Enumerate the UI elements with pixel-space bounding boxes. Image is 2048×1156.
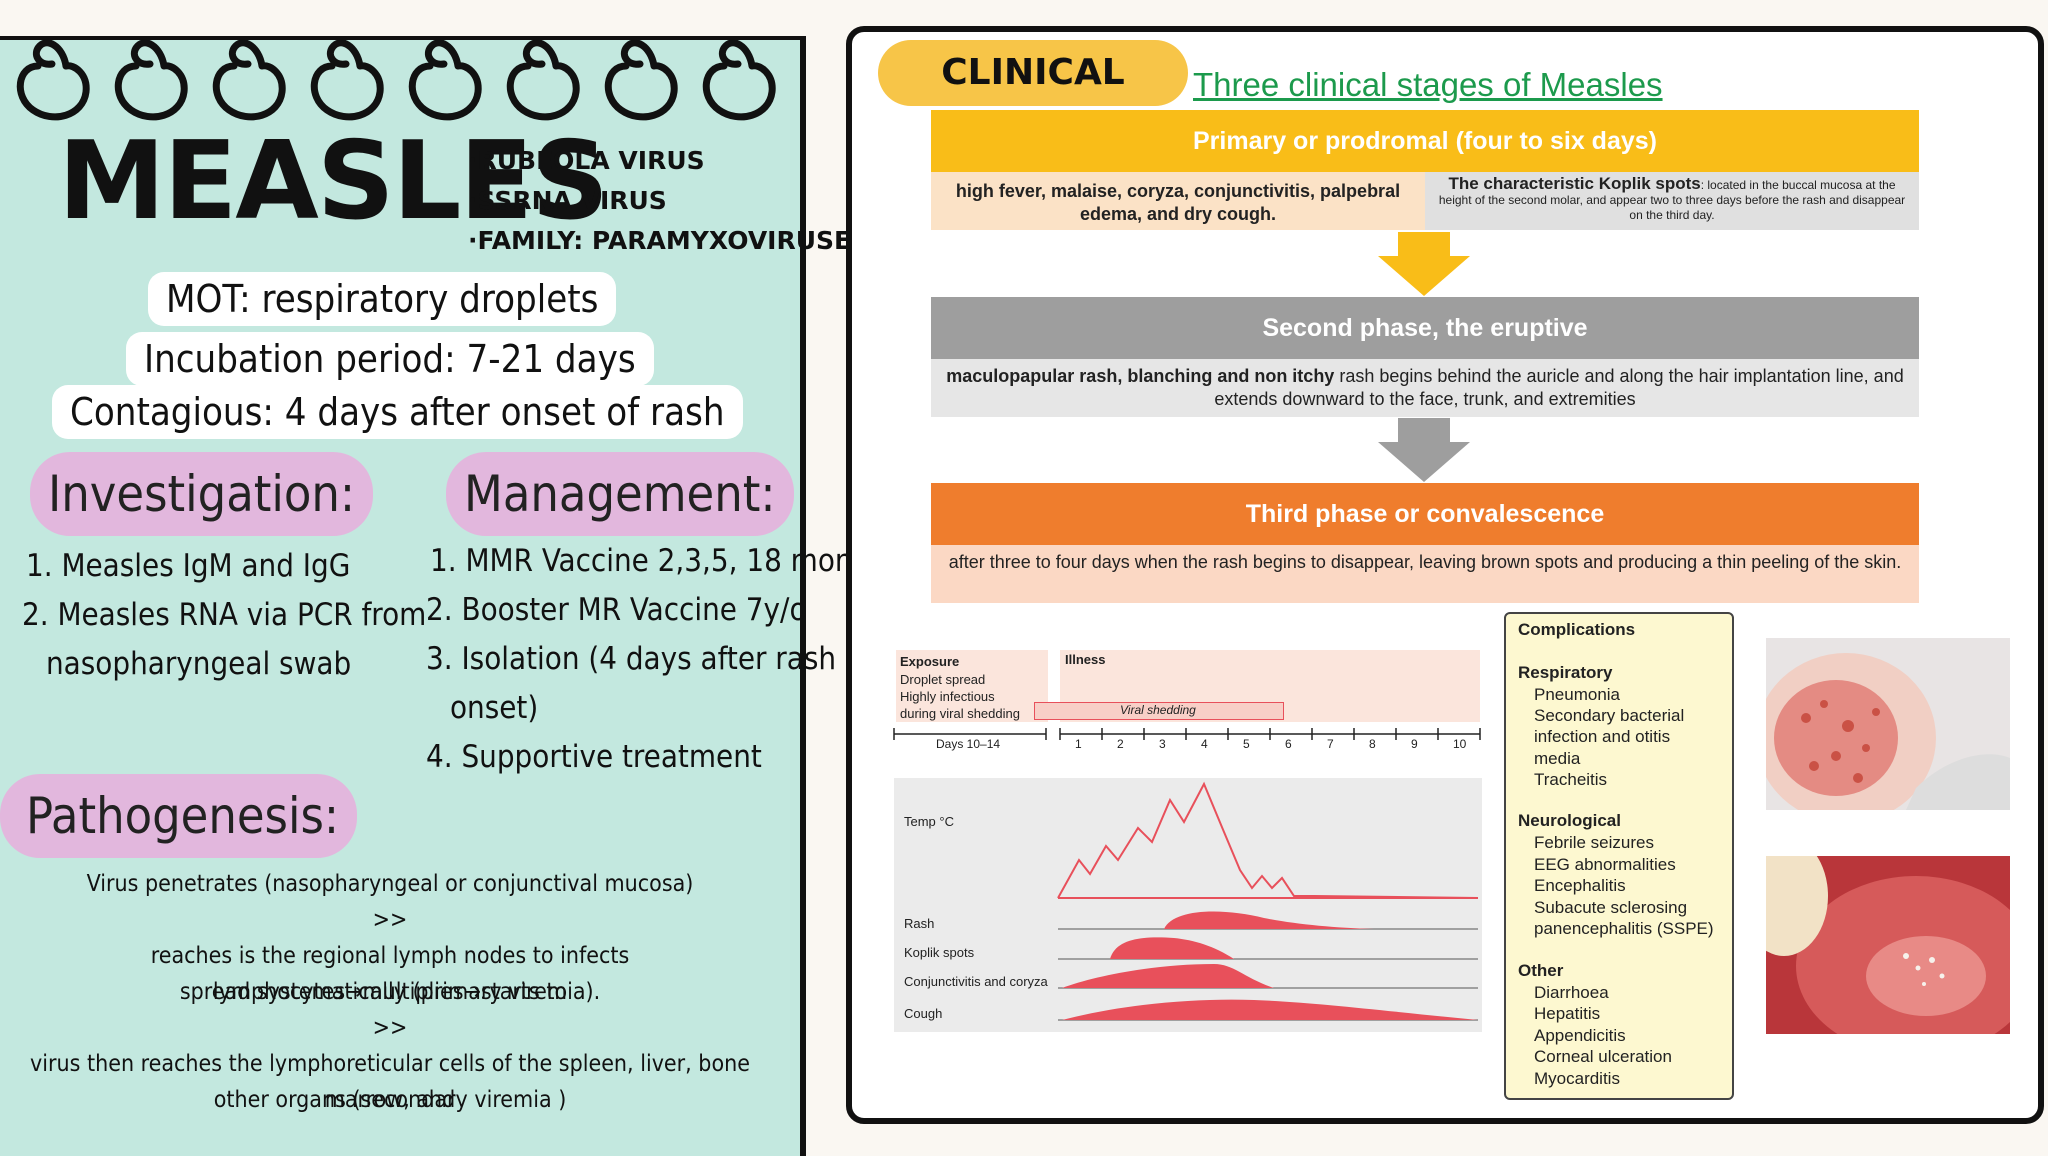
complication-item: Appendicitis [1534,1026,1626,1045]
stage1-koplik: The characteristic Koplik spots: located… [1425,172,1919,230]
investigation-heading: Investigation: [30,452,374,536]
arrow-down-icon [1378,418,1470,482]
row-label-rash: Rash [904,916,935,931]
cough-curve [1062,999,1478,1020]
koplik-spots-photo [1766,856,2010,1034]
complication-item: Hepatitis [1534,1004,1601,1023]
stage3-description: after three to four days when the rash b… [931,545,1919,603]
day-tick-label: 9 [1411,737,1418,751]
stage3-header: Third phase or convalescence [931,483,1919,545]
stage2-header: Second phase, the eruptive [931,297,1919,359]
management-item: 2. Booster MR Vaccine 7y/o [426,592,807,628]
temperature-curve [1057,781,1479,899]
pathogenesis-line: spread systematically (primary viremia). [179,979,601,1005]
stage1-symptoms: high fever, malaise, coryza, conjunctivi… [931,172,1425,230]
management-item: 1. MMR Vaccine 2,3,5, 18 months [430,543,896,579]
complication-item: Encephalitis [1534,876,1626,895]
rash-curve [1164,911,1374,929]
complication-item: media [1534,749,1581,768]
day-tick-label: 5 [1243,737,1250,751]
day-tick-label: 6 [1285,737,1292,751]
management-item: onset) [450,690,539,726]
exposure-box [896,650,1048,722]
pathogenesis-line: Virus penetrates (nasopharyngeal or conj… [86,871,694,897]
clinical-features-badge: CLINICAL FEATURES [878,40,1188,159]
management-item: 3. Isolation (4 days after rash [426,641,837,677]
illness-title: Illness [1065,652,1106,667]
complication-item: Febrile seizures [1534,833,1654,852]
stages-subtitle: Three clinical stages of Measles [1193,66,1663,103]
stage2-description: maculopapular rash, blanching and non it… [931,359,1919,417]
fact-contagious: Contagious: 4 days after onset of rash [52,385,743,439]
row-label-cough: Cough [904,1006,943,1021]
complications-group-respiratory: Respiratory [1518,663,1613,682]
pathogenesis-arrow: >> [372,1015,408,1041]
investigation-item: 1. Measles IgM and IgG [26,548,351,584]
complication-item: infection and otitis [1534,727,1671,746]
fact-mot: MOT: respiratory droplets [148,272,617,326]
complication-item: Pneumonia [1534,685,1621,704]
day-tick-label: 4 [1201,737,1208,751]
days-label: Days 10–14 [936,737,1001,751]
row-label-koplik: Koplik spots [904,945,975,960]
pathogenesis-line: other organs (secondary viremia ) [213,1087,567,1113]
day-tick-label: 3 [1159,737,1166,751]
investigation-item: 2. Measles RNA via PCR from [22,597,427,633]
arrow-down-icon [1378,232,1470,296]
complications-group-other: Other [1518,961,1564,980]
pathogenesis-line: virus then reaches the lymphoreticular c… [30,1051,750,1113]
row-label-conjunctivitis: Conjunctivitis and coryza [904,974,1048,989]
viral-shedding-bar [1034,702,1284,720]
pathogenesis-line: reaches is the regional lymph nodes to i… [150,943,630,1005]
complication-item: Corneal ulceration [1534,1047,1672,1066]
virus-fact: ·SSRNA VIRUS [468,186,667,215]
complications-group-neurological: Neurological [1518,811,1621,830]
complication-item: Secondary bacterial [1534,706,1685,725]
complication-item: Diarrhoea [1534,983,1609,1002]
notebook-page [0,36,806,1156]
virus-fact: ·RUBEOLA VIRUS [468,146,705,175]
symptom-chart [894,778,1482,1032]
complication-item: Subacute sclerosing [1534,898,1688,917]
child-face-rash-photo [1766,638,2010,810]
management-item: 4. Supportive treatment [426,739,762,775]
stage2-rest: rash begins behind the auricle and along… [1214,366,1904,409]
complication-item: Tracheitis [1534,770,1608,789]
day-axis [893,728,1481,740]
koplik-rest: : located in the buccal mucosa at the he… [1438,178,1906,222]
stage2-bold: maculopapular rash, blanching and non it… [946,366,1335,386]
exposure-line: Highly infectious [900,689,995,704]
viral-shedding-label: Viral shedding [1120,703,1196,717]
fact-incubation: Incubation period: 7-21 days [126,332,654,386]
page-title: MEASLES [58,119,609,244]
day-tick-label: 7 [1327,737,1334,751]
pathogenesis-heading: Pathogenesis: [0,774,358,858]
temp-label: Temp °C [904,814,954,829]
virus-fact: ·FAMILY: PARAMYXOVIRUSES [468,226,870,255]
complications-panel [1504,612,1734,1100]
pathogenesis-arrow: >> [372,907,408,933]
exposure-line: Droplet spread [900,672,986,687]
koplik-bold: The characteristic Koplik spots [1448,174,1701,193]
conjunctivitis-curve [1062,964,1274,988]
koplik-curve [1110,937,1234,959]
complications-title: Complications [1518,620,1636,639]
management-heading: Management: [446,452,794,536]
complication-item: EEG abnormalities [1534,855,1676,874]
complication-item: panencephalitis (SSPE) [1534,919,1714,938]
exposure-title: Exposure [900,654,960,669]
day-tick-label: 8 [1369,737,1376,751]
investigation-item: nasopharyngeal swab [46,646,352,682]
day-tick-label: 1 [1075,737,1082,751]
day-tick-label: 10 [1453,737,1467,751]
spiral-binding [16,39,776,121]
stage1-header: Primary or prodromal (four to six days) [931,110,1919,172]
exposure-line: during viral shedding [900,706,1020,721]
day-tick-label: 2 [1117,737,1124,751]
complication-item: Myocarditis [1534,1069,1620,1088]
symptom-curves [1057,781,1479,1021]
